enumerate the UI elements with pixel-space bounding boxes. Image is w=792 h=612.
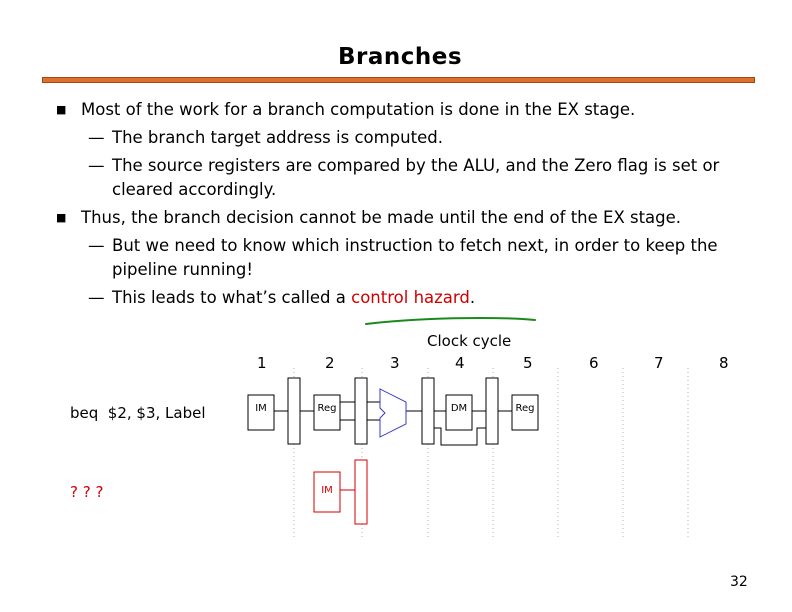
reg-write-stage-box: [511, 394, 539, 431]
dash-icon: —: [88, 128, 105, 147]
cycle-label: 5: [523, 354, 533, 372]
dash-icon: —: [88, 288, 105, 307]
reg-read-stage-box: [313, 394, 341, 431]
square-bullet-icon: ■: [56, 211, 67, 224]
clock-cycle-caption: Clock cycle: [427, 332, 512, 350]
handwritten-underline: [365, 316, 536, 325]
bullet-list: ■ Most of the work for a branch computat…: [50, 98, 770, 314]
sub-bullet-2-2-suffix: .: [469, 288, 476, 307]
cycle-label: 8: [719, 354, 729, 372]
page-number: 32: [730, 574, 748, 590]
stage-label-reg: Reg: [516, 403, 535, 414]
pipeline-register: [354, 377, 368, 445]
sub-bullet-2-1: — But we need to know which instruction …: [50, 234, 770, 282]
bullet-2-text: Thus, the branch decision cannot be made…: [81, 208, 682, 227]
title-underline-bar: [42, 77, 755, 83]
stage-label-im: IM: [321, 485, 333, 496]
cycle-label: 7: [654, 354, 664, 372]
sub-bullet-2-1-text: But we need to know which instruction to…: [112, 236, 718, 279]
im-stage-box: [247, 394, 275, 431]
square-bullet-icon: ■: [56, 103, 67, 116]
sub-bullet-1-1-text: The branch target address is computed.: [112, 128, 443, 147]
dm-stage-box: [445, 394, 473, 431]
bullet-1: ■ Most of the work for a branch computat…: [50, 98, 770, 122]
wire: [434, 427, 486, 446]
cycle-label: 3: [390, 354, 400, 372]
slide-title: Branches: [337, 44, 463, 70]
stage-label-reg: Reg: [318, 403, 337, 414]
dash-icon: —: [88, 236, 105, 255]
stage-label-im: IM: [255, 403, 267, 414]
cycle-label: 4: [455, 354, 465, 372]
instruction-label-beq: beq $2, $3, Label: [70, 404, 206, 422]
bullet-2: ■ Thus, the branch decision cannot be ma…: [50, 206, 770, 230]
cycle-label: 1: [257, 354, 267, 372]
dash-icon: —: [88, 156, 105, 175]
alu-icon: [379, 388, 407, 438]
sub-bullet-1-2-text: The source registers are compared by the…: [112, 156, 720, 199]
sub-bullet-2-2-prefix: This leads to what’s called a: [112, 288, 352, 307]
sub-bullet-2-2: — This leads to what’s called a control …: [50, 286, 770, 310]
beq-pipeline: [247, 377, 539, 446]
control-hazard-term: control hazard: [351, 288, 470, 307]
pipeline-register: [421, 377, 435, 445]
cycle-label: 2: [325, 354, 335, 372]
cycle-label: 6: [589, 354, 599, 372]
bullet-1-text: Most of the work for a branch computatio…: [81, 100, 636, 119]
im-stage-box: [313, 471, 341, 513]
pipeline-register: [485, 377, 499, 445]
pipeline-register: [287, 377, 301, 445]
sub-bullet-1-2: — The source registers are compared by t…: [50, 154, 770, 202]
unknown-instruction-pipeline: [313, 459, 368, 525]
stage-label-dm: DM: [451, 403, 467, 414]
sub-bullet-1-1: — The branch target address is computed.: [50, 126, 770, 150]
instruction-label-unknown: ? ? ?: [70, 483, 104, 501]
pipeline-register: [354, 459, 368, 525]
